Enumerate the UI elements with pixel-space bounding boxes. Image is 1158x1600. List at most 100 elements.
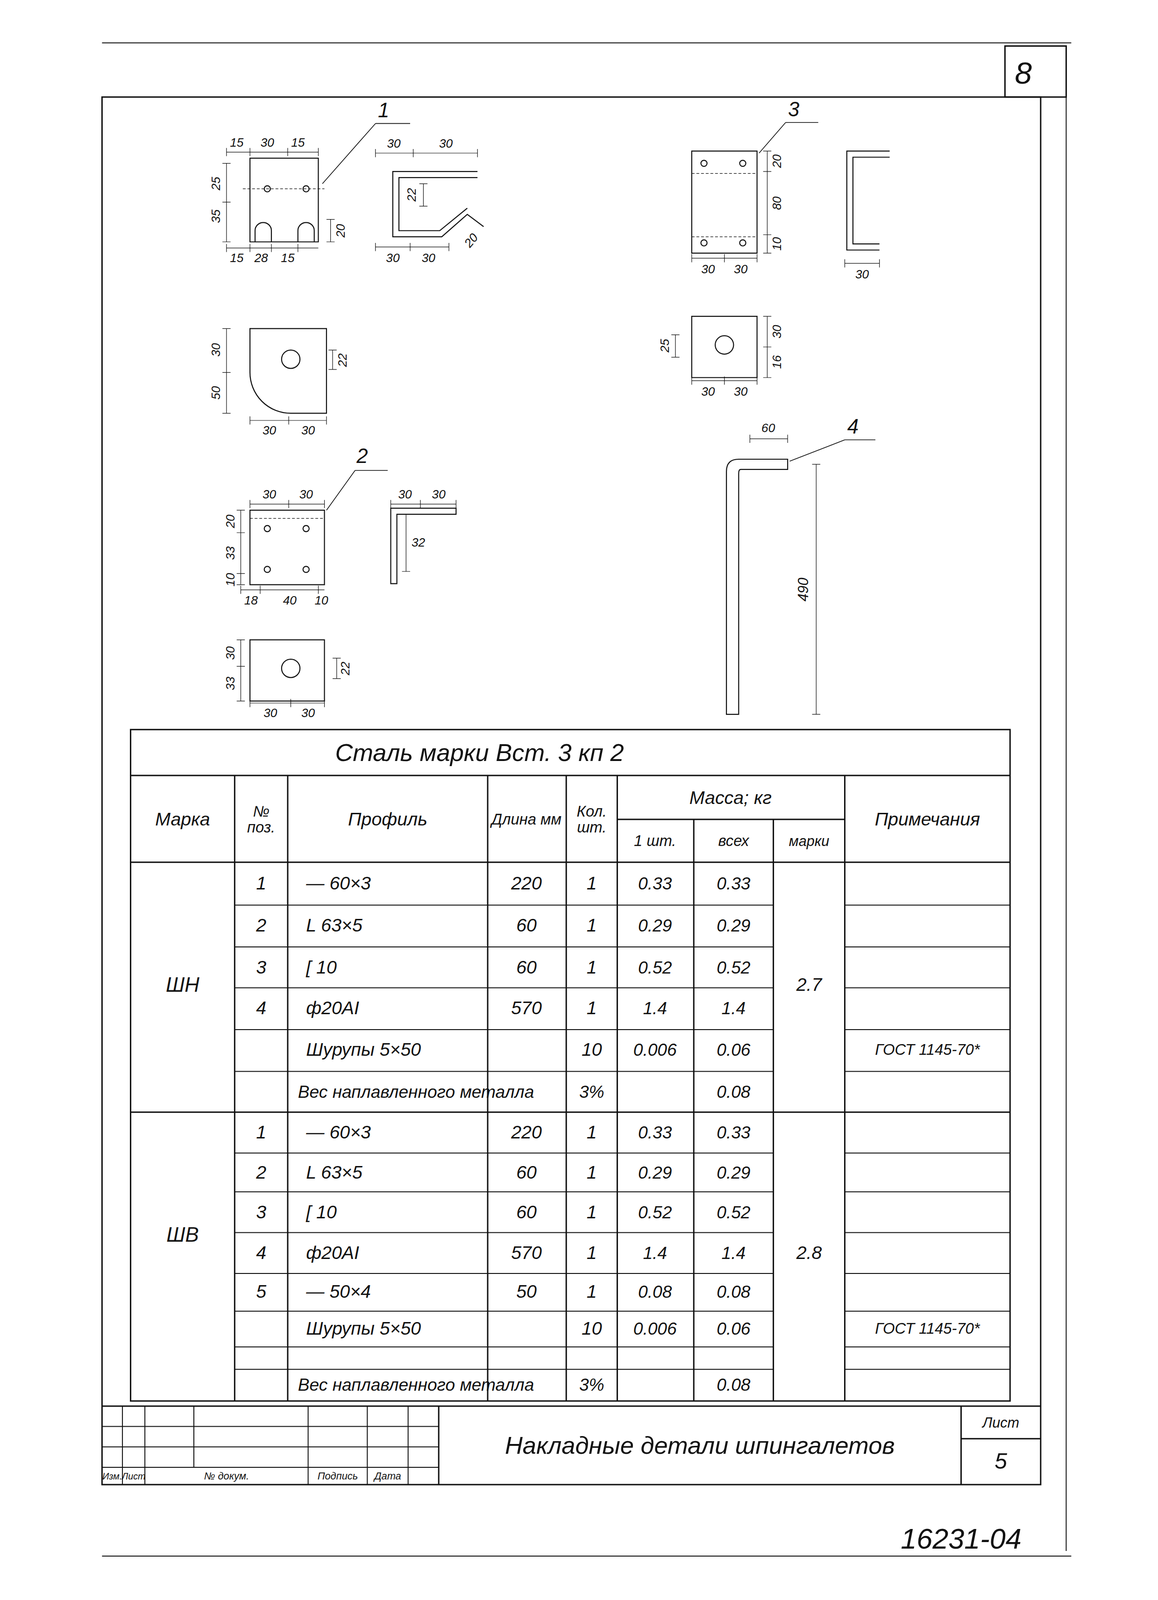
table-cell: 0.08 (638, 1282, 672, 1301)
table-cell: 0.33 (716, 874, 751, 893)
stamp-text: Изм. (102, 1471, 122, 1482)
dimension-text: 15 (229, 251, 244, 265)
stamp-text: Лист (982, 1414, 1020, 1430)
table-cell: 220 (511, 873, 542, 894)
table-cell: 0.29 (638, 916, 672, 935)
dimension-text: 40 (283, 594, 297, 608)
table-cell: 10 (581, 1318, 603, 1338)
table-cell: Примечания (874, 809, 981, 829)
table-cell: 0.52 (716, 1202, 751, 1222)
table-cell: — 60×3 (305, 1122, 371, 1143)
dimension-text: 30 (260, 136, 275, 150)
dimension-text: 30 (432, 488, 446, 502)
dimension-text: 30 (701, 385, 715, 399)
table-cell: Кол. шт. (568, 802, 616, 836)
table-cell: 0.006 (633, 1319, 677, 1338)
table-cell: 570 (511, 998, 542, 1018)
table-cell: 0.29 (716, 916, 751, 935)
dimension-text: 30 (439, 137, 453, 151)
table-cell: 0.08 (716, 1082, 751, 1102)
table-cell: 1 (255, 873, 267, 894)
table-cell: — 60×3 (305, 873, 371, 894)
table-cell: 0.006 (633, 1040, 677, 1059)
table-cell: 0.33 (638, 1123, 672, 1142)
dimension-text: 30 (387, 137, 401, 151)
table-cell: 0.33 (638, 874, 672, 893)
dimension-text: 32 (411, 536, 426, 550)
dimension-text: 30 (301, 424, 315, 438)
table-cell: ф20АI (305, 1243, 360, 1263)
table-cell: ГОСТ 1145-70* (874, 1320, 980, 1337)
callout-number: 1 (377, 99, 390, 121)
table-cell: 0.52 (638, 958, 672, 977)
table-cell: 50 (516, 1281, 537, 1301)
dimension-text: 30 (209, 343, 223, 357)
dimension-text: 30 (385, 251, 400, 265)
table-cell: 60 (516, 1162, 537, 1182)
dimension-text: 22 (339, 661, 353, 675)
table-cell: Сталь марки Вст. 3 кп 2 (334, 739, 624, 766)
table-cell: 220 (511, 1122, 542, 1143)
dimension-text: 10 (314, 594, 328, 608)
table-cell: 0.33 (716, 1123, 751, 1142)
table-cell: 0.52 (638, 1202, 672, 1222)
callout-number: 2 (356, 445, 368, 467)
dimension-text: 10 (771, 236, 785, 251)
table-cell: L 63×5 (305, 1162, 363, 1182)
sheet-code: 8 (1014, 57, 1032, 90)
table-cell: 1 (586, 1202, 597, 1222)
stamp-text: № докум. (204, 1470, 249, 1482)
table-cell: 2.8 (796, 1243, 823, 1263)
dimension-text: 30 (733, 262, 748, 277)
table-cell: 3% (579, 1375, 605, 1394)
dimension-text: 35 (209, 209, 223, 223)
dimension-text: 16 (771, 355, 785, 370)
stamp-text: Дата (374, 1470, 402, 1482)
table-cell: [ 10 (305, 1202, 337, 1222)
dimension-text: 80 (771, 196, 785, 210)
dimension-text: 22 (336, 353, 350, 367)
table-cell: 0.52 (716, 958, 751, 977)
dimension-text: 33 (224, 546, 238, 560)
dimension-text: 30 (262, 488, 277, 502)
dimension-text: 30 (421, 251, 436, 265)
stamp-text: Лист (121, 1471, 146, 1482)
dimension-text: 30 (262, 424, 277, 438)
dimension-text: 30 (733, 385, 748, 399)
callout-number: 3 (788, 98, 800, 121)
dimension-text: 25 (658, 339, 672, 353)
table-cell: 1 (586, 957, 597, 977)
sheet-code: 16231-04 (900, 1523, 1022, 1554)
dimension-text: 25 (209, 177, 223, 191)
dimension-text: 30 (398, 488, 413, 502)
table-cell: 2 (255, 915, 267, 935)
dimension-text: 30 (224, 646, 238, 660)
table-cell: ф20АI (305, 998, 360, 1018)
table-cell: 1 (586, 915, 597, 935)
dimension-text: 30 (771, 324, 785, 339)
table-cell: всех (717, 832, 749, 849)
table-cell: 0.29 (716, 1163, 751, 1182)
table-cell: 0.08 (716, 1282, 751, 1301)
dimension-text: 20 (771, 154, 785, 169)
stamp-text: Подпись (317, 1470, 359, 1482)
table-cell: 1 (586, 1281, 597, 1301)
callout-number: 4 (847, 415, 859, 438)
table-cell: 1 (586, 1162, 597, 1182)
table-cell: 10 (581, 1040, 603, 1060)
table-cell: 1 (255, 1122, 267, 1143)
table-cell: 570 (511, 1243, 542, 1263)
dimension-text: 18 (244, 594, 258, 608)
table-cell: ГОСТ 1145-70* (874, 1041, 980, 1058)
table-cell: 1 (586, 1122, 597, 1143)
table-cell: Масса; кг (689, 788, 772, 808)
dimension-text: 30 (263, 706, 278, 720)
table-cell: 60 (516, 957, 537, 977)
table-cell: Марка (155, 809, 210, 829)
table-cell: 0.06 (716, 1319, 751, 1338)
table-cell: 0.29 (638, 1163, 672, 1182)
table-cell: 1.4 (721, 998, 746, 1017)
table-cell: 2.7 (796, 974, 823, 995)
table-cell: 3 (255, 957, 267, 977)
